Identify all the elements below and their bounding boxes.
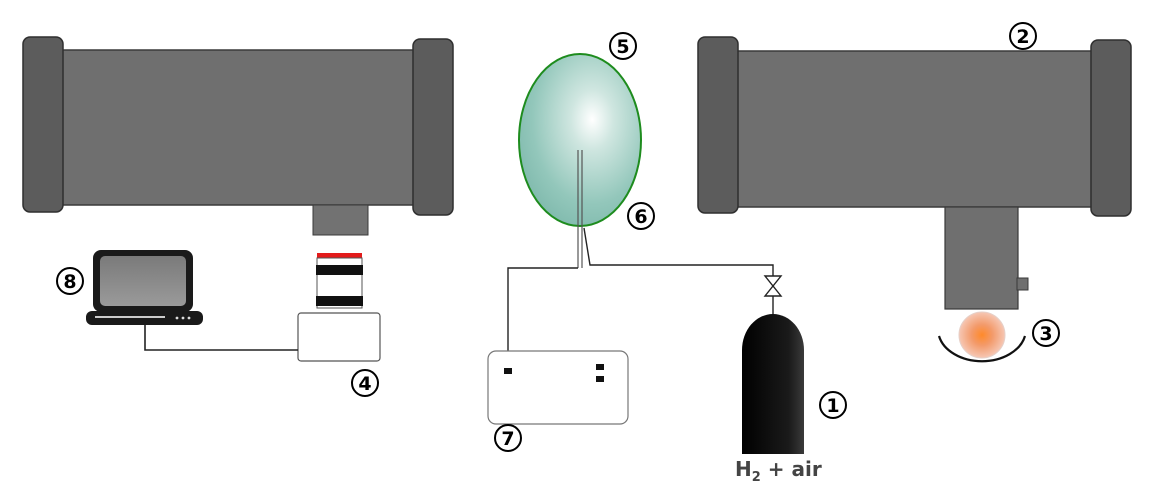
label-7-circle — [494, 424, 522, 452]
left-tube-right-flange — [412, 38, 454, 216]
laptop-led-2 — [181, 316, 185, 320]
light-source — [937, 311, 1027, 363]
label-6-text: 6 — [634, 206, 647, 228]
ignition-box-terminal — [504, 368, 512, 374]
label-2-circle — [1009, 22, 1037, 50]
label-6: 6 — [627, 202, 655, 230]
left-tube-left-flange — [22, 36, 64, 213]
right-tube-right-flange — [1090, 39, 1132, 217]
label-2: 2 — [1009, 22, 1037, 50]
camera — [297, 253, 381, 362]
right-tube-housing-tab — [1016, 277, 1029, 291]
label-8: 8 — [56, 267, 84, 295]
gas-cylinder — [742, 314, 804, 454]
left-tube-port — [312, 204, 369, 236]
label-4-circle — [351, 369, 379, 397]
label-3-text: 3 — [1039, 323, 1052, 345]
ignition-box — [487, 350, 629, 425]
valve-upper — [763, 275, 783, 288]
label-8-circle — [56, 267, 84, 295]
light-source-glow — [958, 311, 1006, 359]
label-3-circle — [1032, 319, 1060, 347]
label-1-text: 1 — [826, 395, 839, 417]
valve — [763, 275, 783, 297]
gas-feed-line — [583, 227, 774, 318]
igniter — [577, 150, 583, 268]
gas-label-subscript: 2 — [752, 470, 761, 485]
left-optical-tube — [22, 36, 454, 236]
label-1-circle — [819, 391, 847, 419]
ignition-box-switch-2 — [596, 376, 604, 382]
camera-body — [297, 312, 381, 362]
balloon — [518, 53, 642, 227]
label-5: 5 — [609, 32, 637, 60]
light-source-reflector — [937, 335, 1027, 363]
gas-mixture-label: H2 + air — [735, 457, 822, 485]
label-6-circle — [627, 202, 655, 230]
laptop-screen — [100, 256, 186, 306]
camera-cable — [144, 325, 298, 351]
label-7-text: 7 — [501, 428, 514, 450]
valve-lower — [763, 284, 783, 297]
cylinder-body — [742, 314, 804, 454]
camera-lens-band-1 — [316, 265, 363, 275]
label-4: 4 — [351, 369, 379, 397]
label-8-text: 8 — [63, 271, 76, 293]
camera-lens-band-2 — [316, 296, 363, 306]
laptop-slot — [95, 316, 165, 318]
left-tube-body — [44, 49, 441, 206]
label-4-text: 4 — [358, 373, 371, 395]
laptop-computer — [86, 250, 203, 325]
balloon-envelope — [518, 53, 642, 227]
label-5-text: 5 — [616, 36, 629, 58]
gas-label-suffix: + air — [761, 457, 822, 481]
right-tube-lamp-housing — [944, 206, 1019, 310]
label-1: 1 — [819, 391, 847, 419]
right-optical-tube — [697, 36, 1132, 310]
laptop-led-1 — [175, 316, 179, 320]
label-3: 3 — [1032, 319, 1060, 347]
label-7: 7 — [494, 424, 522, 452]
label-5-circle — [609, 32, 637, 60]
right-tube-body — [719, 50, 1111, 208]
ignition-box-switch-1 — [596, 364, 604, 370]
gas-label-prefix: H — [735, 457, 752, 481]
ignition-box-body — [487, 350, 629, 425]
right-tube-left-flange — [697, 36, 739, 214]
camera-red-ring — [317, 253, 362, 258]
label-2-text: 2 — [1016, 26, 1029, 48]
ignition-wire — [507, 267, 578, 370]
laptop-led-3 — [187, 316, 191, 320]
